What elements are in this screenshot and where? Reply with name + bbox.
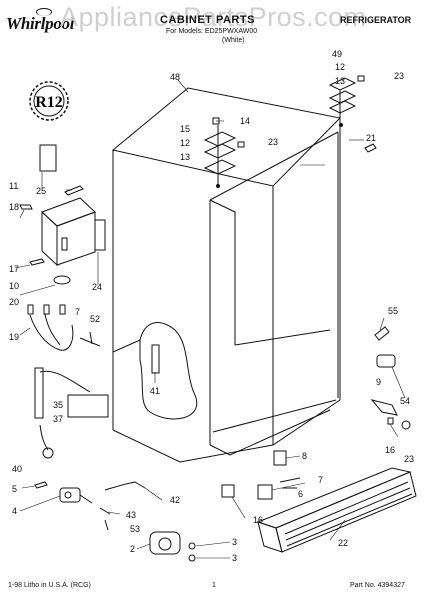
bolt-21-icon	[364, 143, 377, 153]
callout-41: 41	[150, 386, 160, 396]
callout-25: 25	[36, 186, 46, 196]
brand-logo: Whirlpool	[6, 14, 75, 33]
power-cord-35-37	[34, 367, 109, 459]
screw-43-53-icon	[99, 507, 111, 531]
roller-2-3	[149, 531, 196, 562]
callout-23: 23	[394, 71, 404, 81]
callout-5: 5	[12, 484, 17, 494]
r12-badge-text: R12	[35, 94, 63, 111]
callout-55: 55	[388, 306, 398, 316]
screw-23-icon	[401, 420, 411, 430]
hinge-bracket-9-icon	[370, 399, 398, 416]
screw-5-icon	[34, 481, 48, 489]
callout-10: 10	[9, 281, 19, 291]
callout-3b: 3	[232, 553, 237, 563]
callout-52: 52	[90, 314, 100, 324]
callout-53: 53	[130, 524, 140, 534]
callout-42: 42	[170, 495, 180, 505]
callout-23c: 23	[404, 454, 414, 464]
callout-21: 21	[366, 133, 376, 143]
leveling-leg-4	[59, 487, 93, 504]
watermark: AppliancePartsPros.com	[60, 2, 367, 32]
part-number: Part No. 4394327	[350, 582, 405, 589]
control-box-10	[41, 197, 106, 267]
callout-16b: 16	[253, 515, 263, 525]
callout-22: 22	[338, 538, 348, 548]
callout-7: 7	[75, 307, 80, 317]
callout-15: 15	[180, 124, 190, 134]
page-number: 1	[212, 582, 216, 589]
top-hinge-lower	[203, 117, 245, 185]
litho-note: 1-98 Litho in U.S.A. (RCG)	[8, 582, 91, 589]
callout-2: 2	[130, 544, 135, 554]
callout-54: 54	[400, 396, 410, 406]
wire-harness-19	[27, 304, 74, 351]
callout-37: 37	[53, 414, 63, 424]
callout-48: 48	[170, 72, 180, 82]
whirlpool-swirl-icon	[36, 8, 52, 16]
door-stop-54-icon	[376, 354, 396, 368]
screw-7-52-icon	[79, 331, 101, 347]
callout-43: 43	[126, 510, 136, 520]
callout-13: 13	[335, 76, 345, 86]
model-line: For Models: ED25PWXAW00	[166, 28, 258, 35]
screw-18-icon	[19, 204, 33, 210]
callout-12b: 12	[180, 138, 190, 148]
top-hinge-upper	[328, 75, 365, 125]
callout-20: 20	[9, 297, 19, 307]
callout-24: 24	[92, 282, 102, 292]
grommet-20-icon	[53, 275, 71, 285]
screw-25-icon	[64, 185, 84, 196]
callout-19: 19	[9, 332, 19, 342]
callout-4: 4	[12, 506, 17, 516]
callout-23b: 23	[268, 137, 278, 147]
clip-8-icon	[273, 450, 287, 466]
color-line: (White)	[222, 37, 245, 44]
r12-badge-icon	[29, 81, 69, 121]
clip-16-icon	[221, 484, 235, 498]
clip-6-icon	[257, 484, 273, 500]
callout-49: 49	[332, 49, 342, 59]
callout-8: 8	[302, 451, 307, 461]
callout-6: 6	[298, 489, 303, 499]
screw-16-icon	[387, 417, 394, 425]
screw-55-icon	[374, 326, 390, 341]
page-title: CABINET PARTS	[160, 14, 255, 26]
toe-grille-22	[256, 467, 417, 553]
callout-3: 3	[232, 537, 237, 547]
callout-17: 17	[9, 264, 19, 274]
bolt-17-icon	[29, 258, 45, 266]
callout-40: 40	[12, 464, 22, 474]
callout-18: 18	[9, 202, 19, 212]
relay-11-icon	[39, 144, 57, 172]
callout-9: 9	[376, 377, 381, 387]
callout-13b: 13	[180, 152, 190, 162]
tube-42-icon	[104, 481, 146, 491]
category-label: REFRIGERATOR	[340, 15, 412, 25]
callout-35: 35	[53, 400, 63, 410]
callout-11: 11	[9, 181, 18, 191]
callout-16: 16	[385, 445, 395, 455]
callout-7b: 7	[318, 475, 323, 485]
cabinet-shell	[111, 87, 342, 463]
callout-12: 12	[335, 62, 345, 72]
callout-14: 14	[240, 116, 250, 126]
